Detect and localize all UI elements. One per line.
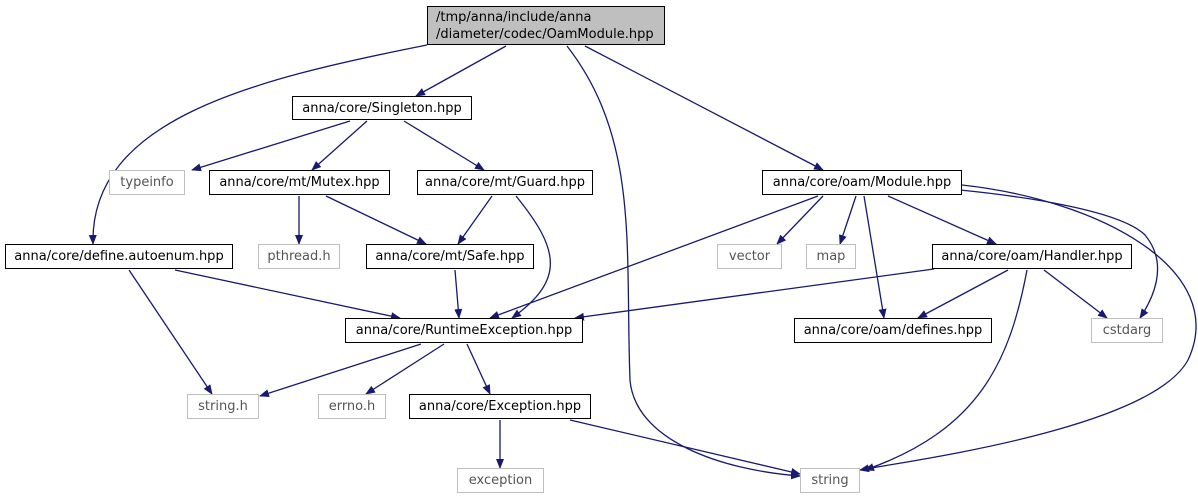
node-string-h[interactable]: string.h <box>187 394 259 419</box>
edge-mutex-to-safe <box>325 195 427 245</box>
node-map[interactable]: map <box>806 244 856 269</box>
edge-root-to-string <box>566 45 801 480</box>
node-label: anna/core/oam/defines.hpp <box>803 323 983 338</box>
node-oam-defines-hpp[interactable]: anna/core/oam/defines.hpp <box>794 318 992 343</box>
node-label: exception <box>468 473 533 488</box>
edge-module-to-map <box>839 195 857 245</box>
node-oammodule-hpp[interactable]: /tmp/anna/include/anna /diameter/codec/O… <box>427 6 665 45</box>
node-label: anna/core/mt/Guard.hpp <box>425 175 585 190</box>
edge-handler-to-defines <box>917 269 1009 319</box>
edge-module-to-runtime <box>489 195 819 319</box>
edge-singleton-to-mutex <box>311 120 368 171</box>
node-exception-hpp[interactable]: anna/core/Exception.hpp <box>409 394 591 419</box>
edge-runtime-to-stringh <box>259 343 422 398</box>
node-label: errno.h <box>328 399 376 414</box>
edge-safe-to-runtime <box>454 269 463 319</box>
node-mutex-hpp[interactable]: anna/core/mt/Mutex.hpp <box>209 170 390 195</box>
edge-root-to-module <box>584 45 824 171</box>
node-guard-hpp[interactable]: anna/core/mt/Guard.hpp <box>417 170 593 195</box>
node-vector[interactable]: vector <box>717 244 782 269</box>
edge-root-to-singleton <box>415 45 507 97</box>
edge-runtime-to-errno <box>365 343 445 395</box>
edge-module-to-handler <box>887 195 997 245</box>
edge-module-to-vector <box>776 195 824 245</box>
node-label: anna/core/oam/Handler.hpp <box>941 249 1123 264</box>
edge-module-to-string <box>859 184 1197 473</box>
node-label-line-2: /diameter/codec/OamModule.hpp <box>436 26 654 42</box>
node-typeinfo[interactable]: typeinfo <box>109 170 185 195</box>
node-label: string.h <box>198 399 248 414</box>
edge-singleton-to-guard <box>403 120 485 171</box>
edge-exception_hpp-to-string <box>569 419 801 476</box>
node-label: cstdarg <box>1102 323 1152 338</box>
edge-singleton-to-typeinfo <box>191 120 351 172</box>
edge-autoenum-to-stringh <box>128 269 213 395</box>
node-label: anna/core/mt/Mutex.hpp <box>219 175 380 190</box>
node-cstdarg[interactable]: cstdarg <box>1091 318 1163 343</box>
node-label: anna/core/Exception.hpp <box>418 399 582 414</box>
node-pthread-h[interactable]: pthread.h <box>258 244 340 269</box>
edge-handler-to-string <box>864 269 1028 471</box>
edge-guard-to-safe <box>457 195 493 245</box>
edge-autoenum-to-runtime <box>174 269 401 321</box>
edge-handler-to-cstdarg <box>1043 269 1108 319</box>
edge-module-to-cstdarg <box>959 189 1159 319</box>
node-module-hpp[interactable]: anna/core/oam/Module.hpp <box>762 170 962 195</box>
node-label: anna/core/RuntimeException.hpp <box>355 323 573 338</box>
node-label: anna/core/define.autoenum.hpp <box>14 249 224 264</box>
edge-root-to-autoenum <box>88 44 428 245</box>
node-runtimeexception-hpp[interactable]: anna/core/RuntimeException.hpp <box>345 318 583 343</box>
node-label-line-1: /tmp/anna/include/anna <box>436 9 592 25</box>
node-label: anna/core/Singleton.hpp <box>302 100 462 116</box>
node-label: pthread.h <box>267 249 331 264</box>
node-handler-hpp[interactable]: anna/core/oam/Handler.hpp <box>932 244 1132 269</box>
node-label: anna/core/mt/Safe.hpp <box>375 249 525 264</box>
edge-handler-to-runtime <box>574 268 935 321</box>
node-string[interactable]: string <box>800 468 860 493</box>
node-label: string <box>811 473 849 488</box>
edge-runtime-to-exception_hpp <box>466 343 491 395</box>
node-label: map <box>816 249 846 264</box>
node-safe-hpp[interactable]: anna/core/mt/Safe.hpp <box>366 244 534 269</box>
node-label: anna/core/oam/Module.hpp <box>772 175 952 190</box>
node-define-autoenum-hpp[interactable]: anna/core/define.autoenum.hpp <box>5 244 233 269</box>
node-errno-h[interactable]: errno.h <box>318 394 386 419</box>
node-singleton-hpp[interactable]: anna/core/Singleton.hpp <box>292 96 472 120</box>
node-label: vector <box>728 249 771 264</box>
node-exception[interactable]: exception <box>457 468 544 493</box>
edge-module-to-defines <box>863 195 887 319</box>
node-label: typeinfo <box>120 175 174 190</box>
edge-guard-to-runtime <box>511 195 551 319</box>
